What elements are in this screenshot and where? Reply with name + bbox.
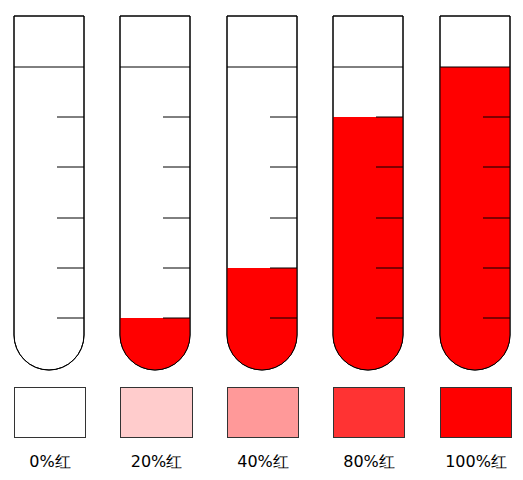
- scale-tick: [483, 218, 510, 219]
- red-liquid: [227, 268, 297, 370]
- color-swatch: [440, 387, 512, 438]
- percent-label: 100%红: [445, 452, 507, 471]
- tube-outline: [227, 16, 297, 370]
- tube-outline: [14, 16, 84, 370]
- tube-border: [120, 16, 190, 370]
- scale-tick: [376, 318, 403, 319]
- tube-cap-line: [440, 67, 510, 68]
- scale-tick: [270, 218, 297, 219]
- tube-cap-line: [120, 67, 190, 68]
- tube-outline: [120, 16, 190, 370]
- scale-tick: [57, 117, 84, 118]
- tube-border: [14, 16, 84, 370]
- color-swatch: [333, 387, 405, 438]
- percent-label: 40%红: [237, 452, 289, 471]
- tube-cap-line: [333, 67, 403, 68]
- scale-tick: [270, 117, 297, 118]
- color-swatch: [227, 387, 299, 438]
- scale-tick: [57, 318, 84, 319]
- scale-tick: [163, 218, 190, 219]
- scale-tick: [57, 167, 84, 168]
- tube-border: [333, 16, 403, 370]
- scale-tick: [483, 117, 510, 118]
- tube-border: [227, 16, 297, 370]
- tube-cap-line: [227, 67, 297, 68]
- scale-tick: [57, 218, 84, 219]
- scale-tick: [483, 318, 510, 319]
- percent-label: 20%红: [131, 452, 183, 471]
- scale-tick: [270, 268, 297, 269]
- tube-outline: [440, 16, 510, 370]
- scale-tick: [483, 268, 510, 269]
- color-swatch: [120, 387, 193, 438]
- scale-tick: [376, 117, 403, 118]
- red-liquid: [333, 117, 403, 370]
- tube-cap-line: [14, 67, 84, 68]
- tube-border: [440, 16, 510, 370]
- scale-tick: [163, 117, 190, 118]
- scale-tick: [483, 167, 510, 168]
- scale-tick: [270, 318, 297, 319]
- red-liquid: [120, 318, 190, 370]
- scale-tick: [376, 167, 403, 168]
- scale-tick: [376, 268, 403, 269]
- percent-label: 0%红: [29, 452, 70, 471]
- scale-tick: [376, 218, 403, 219]
- scale-tick: [270, 167, 297, 168]
- percent-label: 80%红: [343, 452, 395, 471]
- red-liquid: [440, 67, 510, 370]
- scale-tick: [163, 268, 190, 269]
- color-swatch: [14, 387, 86, 438]
- scale-tick: [163, 318, 190, 319]
- tube-outline: [333, 16, 403, 370]
- scale-tick: [57, 268, 84, 269]
- scale-tick: [163, 167, 190, 168]
